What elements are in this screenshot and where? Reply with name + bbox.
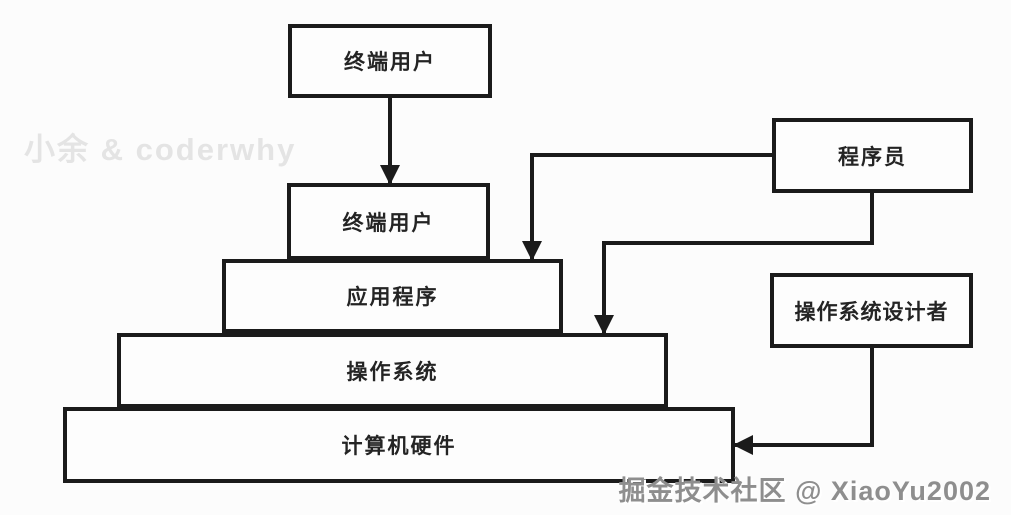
watermark-top-left: 小余 & coderwhy [24, 132, 297, 167]
arrow-os-designer-to-hardware-icon [733, 348, 874, 455]
os-layer-box [117, 333, 668, 408]
application-layer-box [222, 259, 563, 333]
programmer-box [772, 118, 973, 193]
watermark-bottom-right: 掘金技术社区 @ XiaoYu2002 [618, 476, 991, 506]
os-designer-box [770, 273, 973, 348]
end-user-top-box [288, 24, 492, 98]
hardware-layer-box [63, 407, 735, 483]
arrow-programmer-to-application-icon [522, 153, 772, 261]
arrow-programmer-to-os-icon [594, 193, 874, 335]
end-user-box [287, 183, 490, 260]
